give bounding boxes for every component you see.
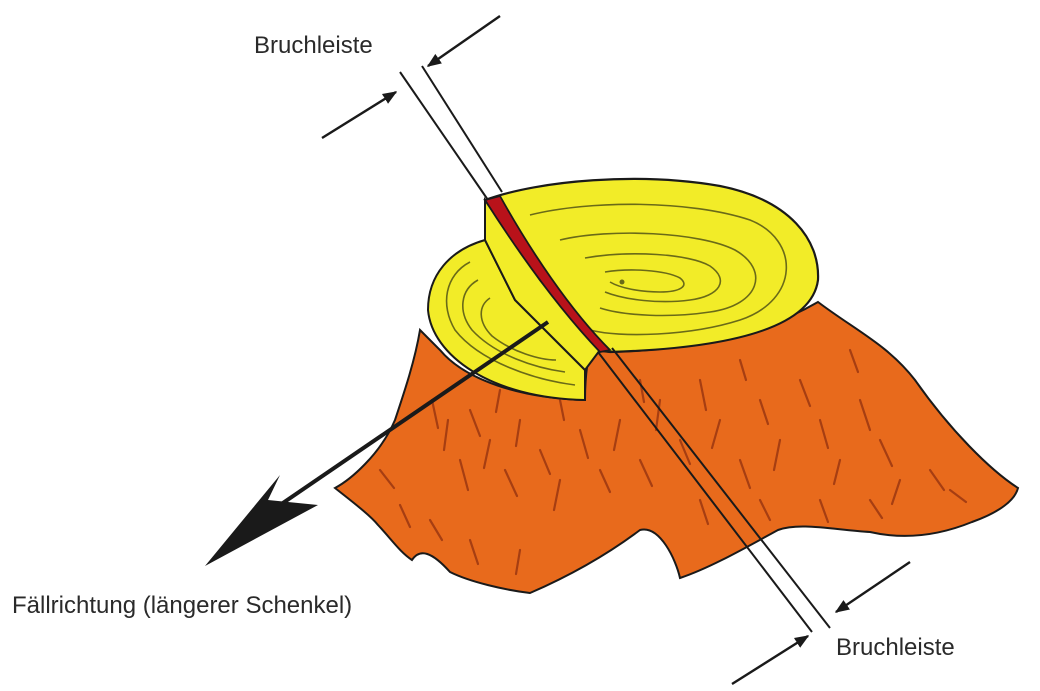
pith-dot <box>620 280 625 285</box>
felling-direction-label: Fällrichtung (längerer Schenkel) <box>12 592 352 620</box>
hinge-label-bottom: Bruchleiste <box>836 634 955 662</box>
hinge-label-top: Bruchleiste <box>254 32 373 60</box>
